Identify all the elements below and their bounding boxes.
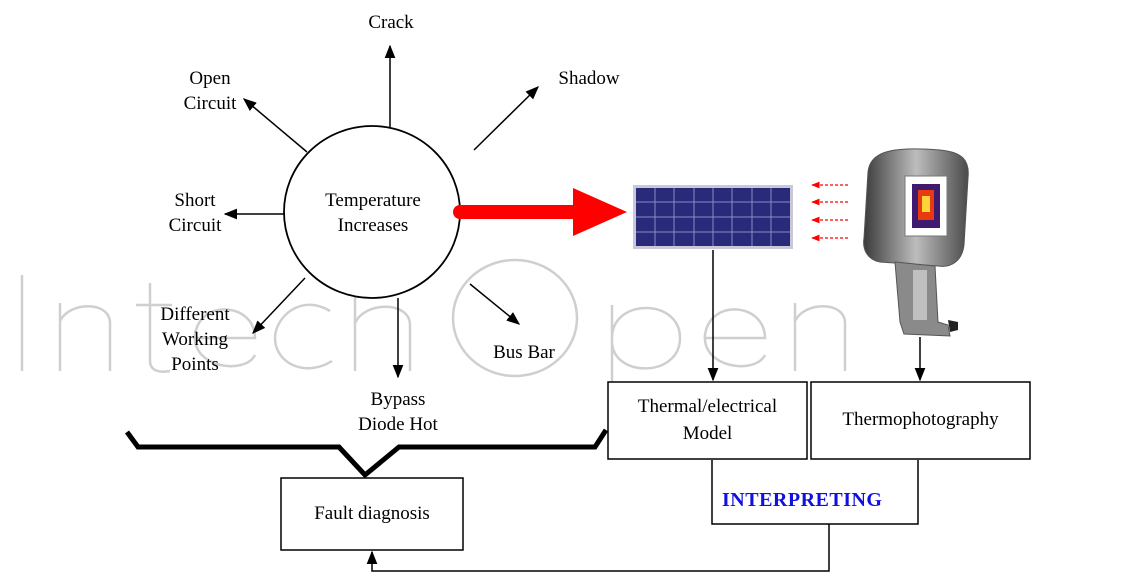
bypass-line-1: Bypass <box>370 389 426 410</box>
thermal-camera-image <box>863 148 969 337</box>
thermal-model-line-2: Model <box>682 423 733 444</box>
center-line-2: Increases <box>337 215 409 236</box>
thermal-model-box <box>607 381 808 460</box>
bypass-diode-hot-label: Bypass Diode Hot <box>336 387 460 437</box>
arrow-bus-bar <box>469 283 521 325</box>
arrow-shadow <box>473 86 539 151</box>
dwp-line-1: Different <box>160 304 230 325</box>
temperature-increases-label: Temperature Increases <box>318 188 428 238</box>
dwp-line-2: Working <box>161 329 229 350</box>
arrow-different-working-points <box>252 277 306 334</box>
fault-diagnosis-text: Fault diagnosis <box>314 503 430 524</box>
collection-bracket <box>124 428 609 479</box>
shadow-label: Shadow <box>558 68 620 89</box>
open-circuit-line-1: Open <box>189 68 231 89</box>
arrow-open-circuit <box>242 98 308 153</box>
thermal-model-line-1: Thermal/electrical <box>637 396 778 417</box>
interpreting-label: INTERPRETING <box>722 489 883 511</box>
short-circuit-label: Short Circuit <box>156 188 234 238</box>
thermal-model-text: Thermal/electrical Model <box>608 393 807 447</box>
fault-diagnosis-box <box>280 477 464 551</box>
solar-panel-image <box>633 185 793 249</box>
infrared-arrows <box>811 181 848 242</box>
short-circuit-line-1: Short <box>174 190 216 211</box>
crack-label: Crack <box>368 12 414 33</box>
dwp-line-3: Points <box>171 354 219 375</box>
thermophotography-box <box>810 381 1031 460</box>
open-circuit-line-2: Circuit <box>183 93 237 114</box>
different-working-points-label: Different Working Points <box>140 302 250 377</box>
bypass-line-2: Diode Hot <box>358 414 438 435</box>
center-line-1: Temperature <box>325 190 421 211</box>
bus-bar-label: Bus Bar <box>493 342 555 363</box>
red-heat-arrow <box>453 188 627 236</box>
thermophotography-text: Thermophotography <box>842 409 999 430</box>
short-circuit-line-2: Circuit <box>168 215 222 236</box>
open-circuit-label: Open Circuit <box>170 66 250 116</box>
